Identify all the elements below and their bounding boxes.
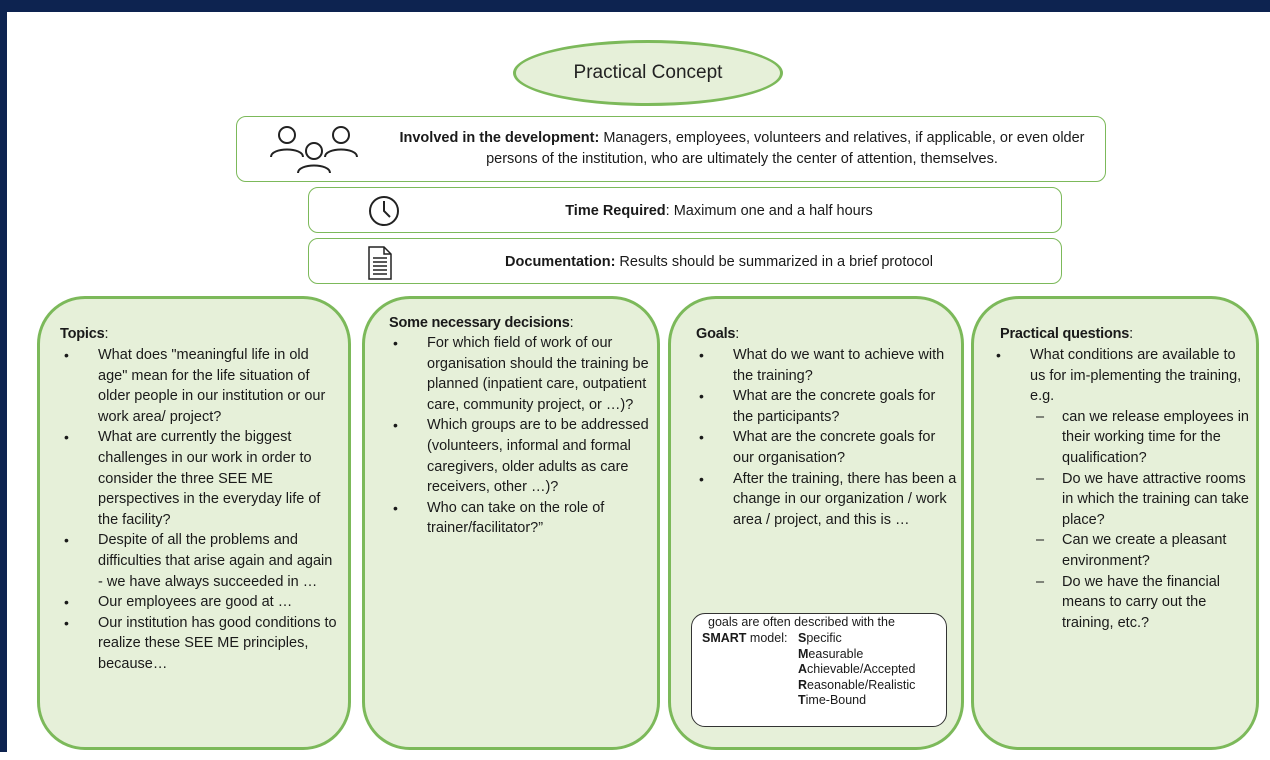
list-item: Despite of all the problems and difficul… xyxy=(60,530,340,592)
involved-label: Involved in the development: xyxy=(399,130,600,146)
sub-list-item: Do we have the financial means to carry … xyxy=(1030,572,1254,634)
goals-card: Goals: What do we want to achieve with t… xyxy=(668,296,964,750)
time-required-value: : Maximum one and a half hours xyxy=(665,203,873,219)
list-item: What are the concrete goals for the part… xyxy=(695,386,957,427)
decisions-card: Some necessary decisions: For which fiel… xyxy=(362,296,660,750)
involved-description: Managers, employees, volunteers and rela… xyxy=(486,130,1085,167)
time-required-text: Time Required: Maximum one and a half ho… xyxy=(409,188,1029,234)
topics-card: Topics: What does "meaningful life in ol… xyxy=(37,296,351,750)
sub-list-item: Can we create a pleasant environment? xyxy=(1030,530,1254,571)
time-required-label: Time Required xyxy=(565,203,666,219)
list-item: Which groups are to be addressed (volunt… xyxy=(389,415,651,497)
sub-list-item: can we release employees in their workin… xyxy=(1030,407,1254,469)
goals-list: What do we want to achieve with the trai… xyxy=(695,345,957,530)
list-item: Our employees are good at … xyxy=(60,592,340,613)
list-item: What does "meaningful life in old age" m… xyxy=(60,345,340,427)
smart-term: Specific xyxy=(798,631,842,645)
list-item: What are the concrete goals for our orga… xyxy=(695,427,957,468)
smart-term: Measurable xyxy=(798,646,864,661)
topics-list: What does "meaningful life in old age" m… xyxy=(60,345,340,675)
decisions-list: For which field of work of our organisat… xyxy=(389,333,651,539)
list-item: What are currently the biggest challenge… xyxy=(60,427,340,530)
list-item: For which field of work of our organisat… xyxy=(389,333,651,415)
involved-box: Involved in the development: Managers, e… xyxy=(236,116,1106,182)
smart-term: Time-Bound xyxy=(798,693,867,708)
title-oval: Practical Concept xyxy=(513,40,783,106)
clock-icon xyxy=(369,196,399,226)
documentation-text: Documentation: Results should be summari… xyxy=(409,239,1029,285)
decisions-title: Some necessary decisions: xyxy=(389,315,574,331)
people-group-icon xyxy=(270,126,358,174)
practical-questions-title: Practical questions: xyxy=(1000,326,1134,342)
window-bottom-edge xyxy=(0,752,1270,760)
smart-term: Reasonable/Realistic xyxy=(798,677,916,692)
documentation-value: Results should be summarized in a brief … xyxy=(615,254,933,270)
involved-text: Involved in the development: Managers, e… xyxy=(397,128,1087,170)
window-top-border xyxy=(0,0,1270,12)
time-required-box: Time Required: Maximum one and a half ho… xyxy=(308,187,1062,233)
document-icon xyxy=(368,246,392,280)
documentation-box: Documentation: Results should be summari… xyxy=(308,238,1062,284)
topics-title: Topics: xyxy=(60,326,109,342)
smart-term: Achievable/Accepted xyxy=(798,662,916,677)
sub-list-item: Do we have attractive rooms in which the… xyxy=(1030,469,1254,531)
smart-model-box: goals are often described with the SMART… xyxy=(691,613,947,727)
list-item: What do we want to achieve with the trai… xyxy=(695,345,957,386)
list-item: Our institution has good conditions to r… xyxy=(60,613,340,675)
list-item: Who can take on the role of trainer/faci… xyxy=(389,498,651,539)
practical-sub-list: can we release employees in their workin… xyxy=(1030,407,1254,634)
smart-terms: Specific Measurable Achievable/Accepted … xyxy=(798,631,915,709)
goals-title: Goals: xyxy=(696,326,740,342)
window-left-border xyxy=(0,0,7,760)
documentation-label: Documentation: xyxy=(505,254,616,270)
page-title: Practical Concept xyxy=(573,62,723,83)
practical-questions-card: Practical questions: What conditions are… xyxy=(971,296,1259,750)
smart-label: SMART model: xyxy=(702,631,788,645)
list-item: After the training, there has been a cha… xyxy=(695,469,957,531)
smart-intro: goals are often described with the xyxy=(708,615,895,629)
practical-questions-list: What conditions are available to us for … xyxy=(992,345,1254,633)
list-item: What conditions are available to us for … xyxy=(992,345,1254,633)
